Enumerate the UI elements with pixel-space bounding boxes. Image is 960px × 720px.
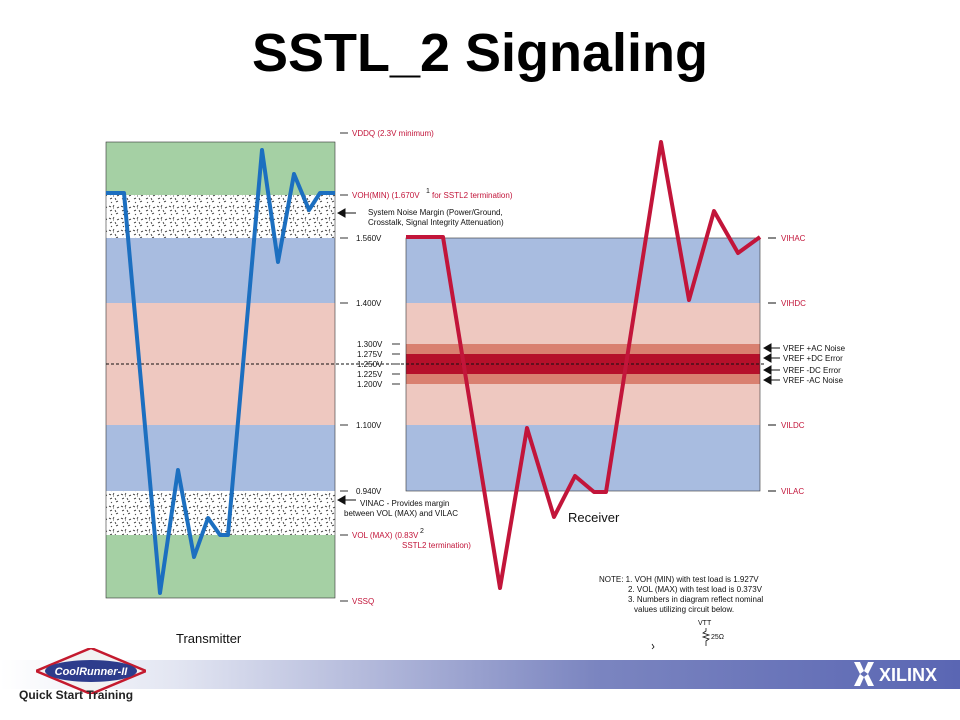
rx-band-pink-top [406, 303, 760, 344]
tx-band-green-top [106, 142, 335, 195]
label-noise-margin-2: Crosstalk, Signal Integrity Attenuation) [368, 218, 504, 227]
tx-band-green-bottom [106, 535, 335, 598]
transmitter-label: Transmitter [176, 631, 242, 646]
label-vddq: VDDQ (2.3V minimum) [352, 129, 434, 138]
label-1225: 1.225V [357, 370, 383, 379]
circuit-vtt: VTT [698, 620, 712, 627]
note-line-3: 3. Numbers in diagram reflect nominal [628, 595, 763, 604]
receiver-bands [405, 237, 761, 492]
termination-circuit: VTT 25Ω [651, 620, 724, 650]
footer-bar [0, 660, 960, 689]
label-vref-dc-err-minus: VREF -DC Error [783, 366, 841, 375]
label-vref-ac-noise-minus: VREF -AC Noise [783, 376, 844, 385]
label-vol-sup: 2 [420, 528, 424, 535]
tx-band-noise-bottom [106, 491, 335, 535]
xilinx-logo: XILINX [854, 662, 937, 686]
tx-band-blue-bottom [106, 425, 335, 491]
label-0940: 0.940V [356, 487, 382, 496]
tx-band-noise-top [106, 195, 335, 238]
level-ticks [340, 132, 400, 602]
label-1275: 1.275V [357, 350, 383, 359]
label-vref-dc-err-plus: VREF +DC Error [783, 354, 843, 363]
rx-band-blue-bottom [406, 425, 760, 491]
rx-band-ac-noise-top [406, 344, 760, 354]
note-line-4: values utilizing circuit below. [634, 605, 734, 614]
label-vol-max-1: VOL (MAX) (0.83V [352, 531, 419, 540]
label-noise-margin-1: System Noise Margin (Power/Ground, [368, 208, 503, 217]
label-vin-ac-1: VINAC - Provides margin [360, 499, 449, 508]
note-line-1: NOTE: 1. VOH (MIN) with test load is 1.9… [599, 575, 759, 584]
rx-band-pink-bottom [406, 384, 760, 425]
rx-band-ac-noise-bottom [406, 374, 760, 384]
label-voh-min: VOH(MIN) (1.670V [352, 191, 420, 200]
circuit-resistor: 25Ω [711, 634, 724, 641]
transmitter-waveform [106, 148, 335, 595]
page-title: SSTL_2 Signaling [251, 23, 709, 83]
receiver-waveform [406, 140, 762, 590]
label-vref-ac-noise-plus: VREF +AC Noise [783, 344, 846, 353]
label-vih-dc: VIHDC [781, 299, 806, 308]
footer-text: Quick Start Training [19, 688, 134, 702]
label-1100: 1.100V [356, 421, 382, 430]
rx-band-blue-top [406, 238, 760, 303]
right-arrows [762, 237, 780, 492]
svg-text:CoolRunner-II: CoolRunner-II [55, 666, 129, 678]
label-vol-max-2: SSTL2 termination) [402, 541, 471, 550]
label-vil-dc: VILDC [781, 421, 805, 430]
label-1200: 1.200V [357, 380, 383, 389]
label-1250: 1.250V [357, 360, 383, 369]
label-vih-ac: VIHAC [781, 234, 806, 243]
label-voh-note: for SSTL2 termination) [432, 191, 513, 200]
svg-text:XILINX: XILINX [879, 665, 937, 685]
tx-band-blue-top [106, 238, 335, 303]
label-vil-ac: VILAC [781, 487, 804, 496]
receiver-label: Receiver [568, 510, 620, 525]
label-voh-sup: 1 [426, 188, 430, 195]
label-vssq: VSSQ [352, 597, 374, 606]
note-line-2: 2. VOL (MAX) with test load is 0.373V [628, 585, 763, 594]
left-arrows [336, 208, 356, 505]
label-1300: 1.300V [357, 340, 383, 349]
label-1560: 1.560V [356, 234, 382, 243]
label-vin-ac-2: between VOL (MAX) and VILAC [344, 509, 458, 518]
coolrunner-logo: CoolRunner-II [36, 648, 146, 694]
label-1400: 1.400V [356, 299, 382, 308]
